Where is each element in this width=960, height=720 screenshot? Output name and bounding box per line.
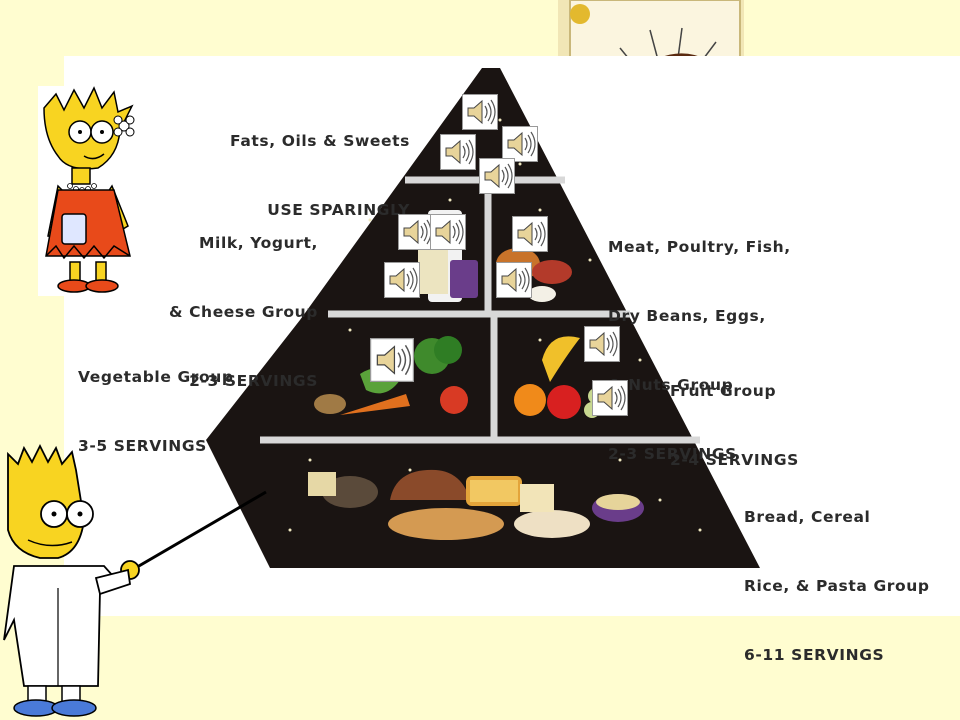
- speaker-icon[interactable]: [384, 262, 420, 298]
- bread-label: Bread, Cereal Rice, & Pasta Group 6-11 S…: [744, 508, 930, 664]
- speaker-icon[interactable]: [479, 158, 515, 194]
- speaker-icon[interactable]: [502, 126, 538, 162]
- lisa-character: [38, 86, 142, 296]
- fruit-label: Fruit Group 2-4 SERVINGS: [670, 382, 799, 469]
- speaker-icon[interactable]: [398, 214, 434, 250]
- speaker-icon[interactable]: [592, 380, 628, 416]
- speaker-icon[interactable]: [462, 94, 498, 130]
- speaker-icon[interactable]: [430, 214, 466, 250]
- food-pyramid: [200, 60, 780, 580]
- fats-label: Fats, Oils & Sweets USE SPARINGLY: [230, 132, 410, 219]
- speaker-icon[interactable]: [584, 326, 620, 362]
- speaker-icon[interactable]: [512, 216, 548, 252]
- speaker-icon[interactable]: [496, 262, 532, 298]
- bart-teacher-character: [0, 440, 270, 720]
- speaker-icon[interactable]: [370, 338, 414, 382]
- milk-label: Milk, Yogurt, & Cheese Group 2-3 SERVING…: [168, 234, 318, 390]
- vegetable-label: Vegetable Group 3-5 SERVINGS: [78, 368, 234, 455]
- speaker-icon[interactable]: [440, 134, 476, 170]
